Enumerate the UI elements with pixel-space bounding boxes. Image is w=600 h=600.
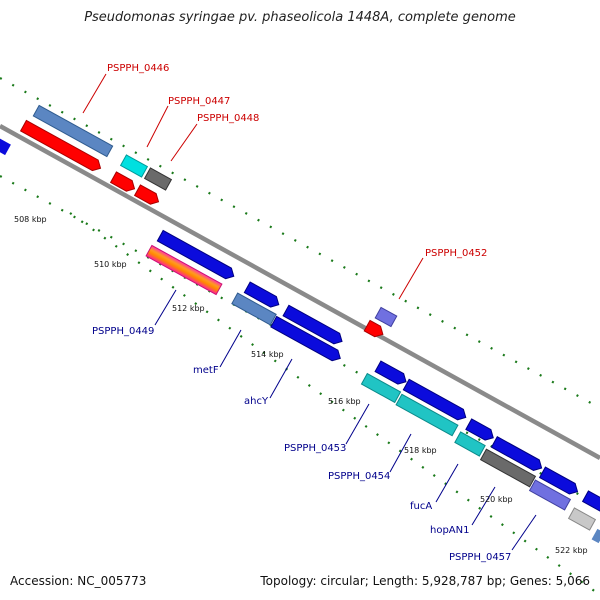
tick-label-510: 510 kbp bbox=[94, 260, 127, 269]
feature-fuca[interactable] bbox=[454, 431, 486, 457]
feature-psph0454[interactable] bbox=[395, 393, 459, 437]
gene-label-psph0449: PSPPH_0449 bbox=[92, 326, 154, 337]
feature-red-arrow-1[interactable] bbox=[19, 119, 104, 173]
tick-label-508: 508 kbp bbox=[14, 215, 47, 224]
feature-blue-cds-514[interactable] bbox=[282, 304, 345, 346]
feature-psph0452[interactable] bbox=[374, 306, 398, 328]
gene-label-psph0447: PSPPH_0447 bbox=[168, 96, 230, 107]
feature-left-edge-cds[interactable] bbox=[0, 136, 11, 156]
feature-psph0457[interactable] bbox=[528, 479, 572, 511]
backbone bbox=[0, 124, 600, 460]
feature-psph0446[interactable] bbox=[32, 104, 114, 158]
gene-label-ahcy: ahcY bbox=[244, 396, 269, 407]
feature-blue-cds-510[interactable] bbox=[156, 229, 236, 281]
leader-psph0452 bbox=[398, 257, 424, 300]
feature-red-arrow-0452[interactable] bbox=[363, 319, 386, 339]
leader-psph0448 bbox=[170, 123, 198, 162]
feature-hopan1[interactable] bbox=[479, 448, 537, 488]
tick-label-514: 514 kbp bbox=[251, 350, 284, 359]
tick-labels: 508 kbp 510 kbp 512 kbp 514 kbp 516 kbp … bbox=[14, 215, 588, 555]
tick-label-516: 516 kbp bbox=[328, 397, 361, 406]
gene-label-psph0452: PSPPH_0452 bbox=[425, 248, 487, 259]
leader-psph0446 bbox=[82, 73, 107, 114]
feature-silver-cds[interactable] bbox=[567, 507, 597, 531]
leader-metf bbox=[219, 329, 242, 368]
leader-fuca bbox=[435, 463, 459, 503]
leader-lines bbox=[82, 73, 537, 551]
feature-psph0447[interactable] bbox=[119, 154, 149, 178]
tick-label-520: 520 kbp bbox=[480, 495, 513, 504]
feature-red-arrow-3[interactable] bbox=[133, 184, 162, 207]
leader-ahcy bbox=[269, 358, 293, 399]
gene-label-psph0454: PSPPH_0454 bbox=[328, 471, 390, 482]
tick-label-518: 518 kbp bbox=[404, 446, 437, 455]
leader-psph0457 bbox=[511, 514, 537, 551]
feature-blue-cds-516[interactable] bbox=[374, 360, 409, 387]
feature-right-edge-steel[interactable] bbox=[591, 528, 600, 544]
gene-label-psph0446: PSPPH_0446 bbox=[107, 63, 169, 74]
accession-text: Accession: NC_005773 bbox=[10, 574, 147, 588]
feature-psph0453[interactable] bbox=[360, 372, 402, 404]
backbone-line bbox=[0, 124, 600, 460]
leader-psph0447 bbox=[146, 105, 169, 148]
feature-blue-cds-519[interactable] bbox=[490, 436, 544, 474]
gene-label-metf: metF bbox=[193, 365, 219, 376]
tick-label-512: 512 kbp bbox=[172, 304, 205, 313]
gene-label-hopan1: hopAN1 bbox=[430, 525, 470, 536]
feature-blue-cds-520[interactable] bbox=[538, 466, 581, 497]
gene-labels: PSPPH_0446 PSPPH_0447 PSPPH_0448 PSPPH_0… bbox=[92, 63, 511, 563]
feature-psph0448[interactable] bbox=[143, 167, 173, 191]
gene-label-psph0453: PSPPH_0453 bbox=[284, 443, 346, 454]
feature-blue-cds-513[interactable] bbox=[243, 281, 281, 310]
feature-right-edge-cds[interactable] bbox=[581, 490, 600, 514]
feature-ahcy[interactable] bbox=[270, 315, 343, 363]
gene-label-psph0457: PSPPH_0457 bbox=[449, 552, 511, 563]
feature-blue-cds-517[interactable] bbox=[402, 378, 468, 422]
tick-label-522: 522 kbp bbox=[555, 546, 588, 555]
leader-psph0449 bbox=[154, 289, 177, 326]
reverse-features bbox=[0, 119, 600, 544]
feature-red-arrow-2[interactable] bbox=[109, 171, 138, 194]
feature-blue-cds-518[interactable] bbox=[465, 418, 496, 443]
genome-summary-text: Topology: circular; Length: 5,928,787 bp… bbox=[260, 574, 590, 588]
leader-hopan1 bbox=[471, 486, 496, 526]
forward-features bbox=[32, 104, 600, 514]
leader-psph0454 bbox=[389, 433, 412, 473]
map-title: Pseudomonas syringae pv. phaseolicola 14… bbox=[84, 10, 516, 25]
feature-psph0449[interactable] bbox=[145, 244, 223, 296]
gene-label-fuca: fucA bbox=[410, 501, 432, 512]
outer-dash-ring bbox=[0, 77, 600, 409]
leader-psph0453 bbox=[345, 403, 370, 445]
gene-label-psph0448: PSPPH_0448 bbox=[197, 113, 259, 124]
feature-metf[interactable] bbox=[231, 292, 277, 326]
